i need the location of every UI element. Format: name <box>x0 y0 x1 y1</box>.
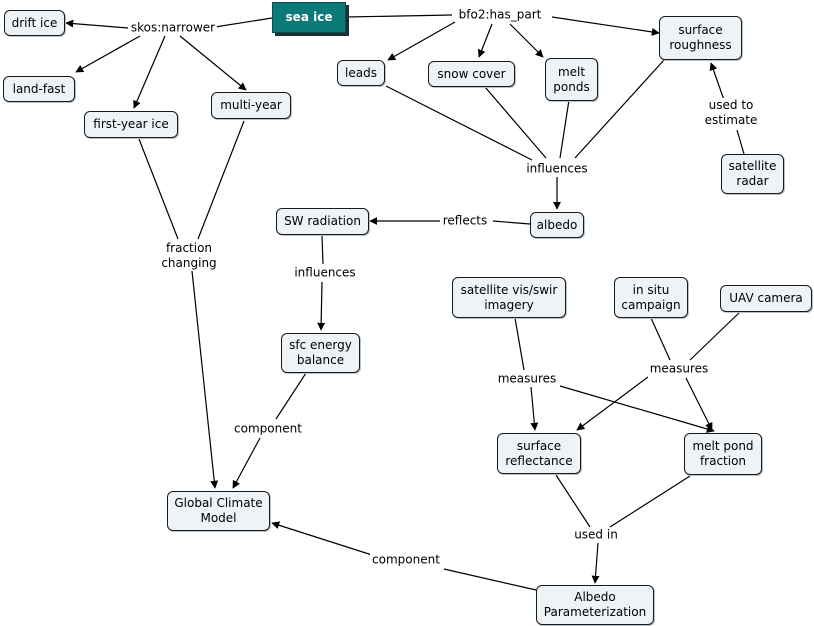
node-albedo[interactable]: albedo <box>530 212 584 238</box>
node-satellite-vis-swir-imagery[interactable]: satellite vis/swir imagery <box>452 277 566 318</box>
node-leads[interactable]: leads <box>337 60 385 86</box>
node-in-situ-campaign[interactable]: in situ campaign <box>614 277 688 318</box>
node-surface-reflectance[interactable]: surface reflectance <box>497 433 581 474</box>
node-sea-ice[interactable]: sea ice <box>272 2 346 33</box>
node-albedo-parameterization[interactable]: Albedo Parameterization <box>536 585 654 625</box>
link-component-left[interactable]: component <box>232 421 304 437</box>
node-surface-roughness[interactable]: surface roughness <box>659 16 742 60</box>
node-melt-ponds[interactable]: melt ponds <box>545 58 598 101</box>
node-satellite-radar[interactable]: satellite radar <box>721 154 784 194</box>
node-multi-year[interactable]: multi-year <box>211 92 291 119</box>
node-global-climate-model[interactable]: Global Climate Model <box>167 491 270 531</box>
link-bfo2-has-part[interactable]: bfo2:has_part <box>456 7 544 23</box>
node-land-fast[interactable]: land-fast <box>3 76 75 102</box>
node-sfc-energy-balance[interactable]: sfc energy balance <box>281 333 360 373</box>
link-used-in[interactable]: used in <box>572 527 620 543</box>
link-used-to-estimate[interactable]: used to estimate <box>702 98 760 128</box>
node-uav-camera[interactable]: UAV camera <box>720 285 812 312</box>
link-component-bottom[interactable]: component <box>370 552 442 568</box>
node-first-year-ice[interactable]: first-year ice <box>84 111 178 138</box>
link-measures-left[interactable]: measures <box>495 371 559 387</box>
link-reflects[interactable]: reflects <box>440 213 490 229</box>
link-skos-narrower[interactable]: skos:narrower <box>128 20 218 36</box>
node-melt-pond-fraction[interactable]: melt pond fraction <box>684 433 762 475</box>
link-fraction-changing[interactable]: fraction changing <box>159 241 219 271</box>
link-influences-mid[interactable]: influences <box>292 265 358 281</box>
node-drift-ice[interactable]: drift ice <box>4 10 65 36</box>
link-influences-top[interactable]: influences <box>524 161 590 177</box>
link-measures-right[interactable]: measures <box>647 361 711 377</box>
node-sw-radiation[interactable]: SW radiation <box>276 208 369 235</box>
node-snow-cover[interactable]: snow cover <box>428 61 515 87</box>
